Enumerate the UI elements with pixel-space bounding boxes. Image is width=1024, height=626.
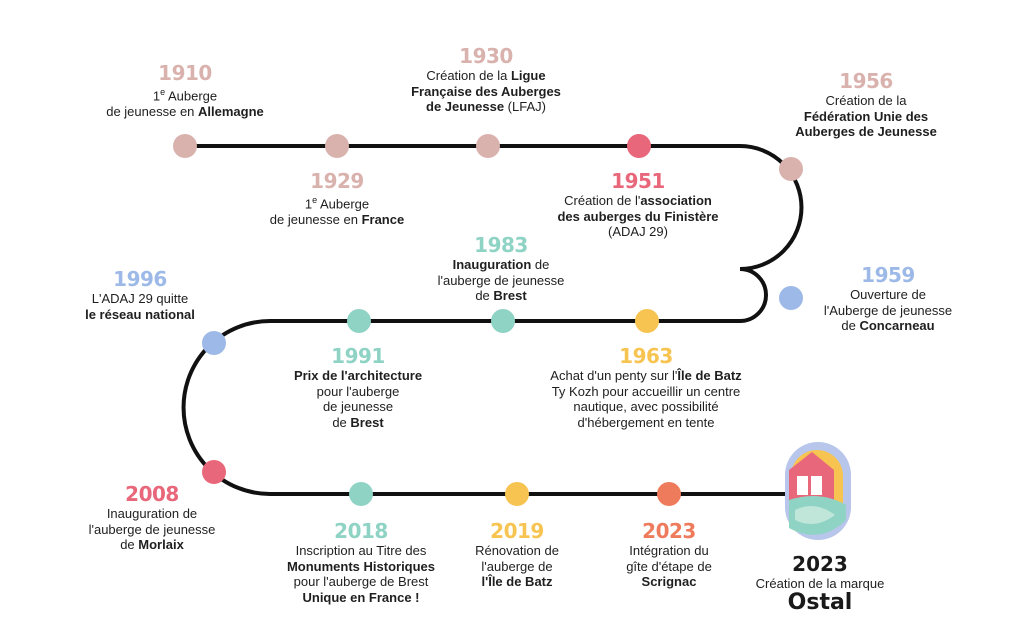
timeline-dot-1951	[627, 134, 651, 158]
event-text-line: de jeunesse en France	[269, 211, 405, 227]
event-text-line: Achat d'un penty sur l'Île de Batz	[550, 368, 742, 383]
event-year: 1910	[158, 61, 212, 85]
timeline-dot-2008	[202, 460, 226, 484]
timeline-dot-1996	[202, 331, 226, 355]
event-text-line: l'auberge de jeunesse	[437, 272, 565, 288]
event-text-line: Ty Kozh pour accueillir un centre	[551, 383, 741, 399]
event-text-line: Scrignac	[641, 574, 697, 589]
event-text-line: Auberges de Jeunesse	[795, 124, 937, 139]
timeline-dot-1910	[173, 134, 197, 158]
event-text-line: de jeunesse en Allemagne	[106, 103, 264, 119]
event-year: 1963	[619, 344, 673, 368]
event-text-line: L'ADAJ 29 quitte	[91, 291, 189, 306]
event-text-line: nautique, avec possibilité	[573, 399, 719, 414]
ostal-logo	[785, 442, 851, 540]
event-text-line: (ADAJ 29)	[608, 224, 668, 239]
timeline-dots	[173, 134, 803, 506]
event-text-line: Création de la	[825, 93, 907, 108]
event-text-line: l'Île de Batz	[481, 574, 553, 589]
event-text-line: des auberges du Finistère	[557, 208, 719, 224]
event-text-line: gîte d'étape de	[626, 558, 712, 574]
event-year: 1996	[113, 267, 167, 291]
timeline-dot-1963	[635, 309, 659, 333]
event-text-line: 1e Auberge	[304, 195, 370, 212]
timeline-dot-2018	[349, 482, 373, 506]
event-text-line: Inscription au Titre des	[295, 543, 427, 558]
event-text-line: pour l'auberge	[316, 383, 400, 399]
event-text-line: pour l'auberge de Brest	[293, 574, 429, 589]
event-text-line: de Concarneau	[841, 318, 935, 333]
event-text-line: Création de la Ligue	[426, 68, 546, 83]
event-text-line: Unique en France !	[302, 589, 420, 605]
event-year: 1983	[474, 233, 528, 257]
brand-name: Ostal	[787, 590, 853, 615]
event-text-line: de Morlaix	[120, 537, 184, 552]
event-year: 1929	[310, 169, 364, 193]
timeline-dot-1930	[476, 134, 500, 158]
final-year: 2023	[792, 552, 848, 576]
event-year: 1956	[839, 69, 893, 93]
event-text-line: Rénovation de	[475, 543, 559, 558]
timeline-dot-1929	[325, 134, 349, 158]
event-text-line: de Brest	[475, 288, 527, 303]
event-text-line: Française des Auberges	[411, 83, 561, 99]
event-text-line: Inauguration de	[452, 257, 550, 272]
event-text-line: de Jeunesse (LFAJ)	[426, 99, 546, 114]
event-text-line: l'Auberge de jeunesse	[823, 302, 953, 318]
event-text-line: Intégration du	[629, 543, 709, 558]
final-description: Création de la marque	[755, 576, 885, 591]
event-text-line: Inauguration de	[106, 506, 198, 521]
timeline-track	[181, 144, 804, 496]
event-year: 2023	[642, 519, 696, 543]
event-text-line: Fédération Unie des	[803, 108, 929, 124]
timeline-dot-2023	[657, 482, 681, 506]
timeline-dot-1991	[347, 309, 371, 333]
event-year: 2018	[334, 519, 388, 543]
timeline-dot-2019	[505, 482, 529, 506]
event-text-line: l'auberge de	[481, 558, 553, 574]
event-year: 1951	[611, 169, 665, 193]
timeline-dot-1959	[779, 286, 803, 310]
timeline-dot-1983	[491, 309, 515, 333]
timeline-dot-1956	[779, 157, 803, 181]
event-text-line: Ouverture de	[850, 287, 926, 302]
event-year: 2019	[490, 519, 544, 543]
event-text-line: le réseau national	[85, 306, 195, 322]
event-year: 1991	[331, 344, 385, 368]
event-text-line: de Brest	[332, 414, 384, 430]
event-year: 1959	[861, 263, 915, 287]
event-text-line: d'hébergement en tente	[577, 414, 715, 430]
event-text-line: de jeunesse	[322, 399, 394, 414]
event-text-line: l'auberge de jeunesse	[88, 521, 216, 537]
event-text-line: Prix de l'architecture	[293, 368, 423, 383]
event-year: 2008	[125, 482, 179, 506]
event-text-line: Création de l'association	[564, 193, 712, 208]
event-year: 1930	[459, 44, 513, 68]
event-text-line: Monuments Historiques	[286, 558, 436, 574]
event-text-line: 1e Auberge	[152, 87, 218, 104]
